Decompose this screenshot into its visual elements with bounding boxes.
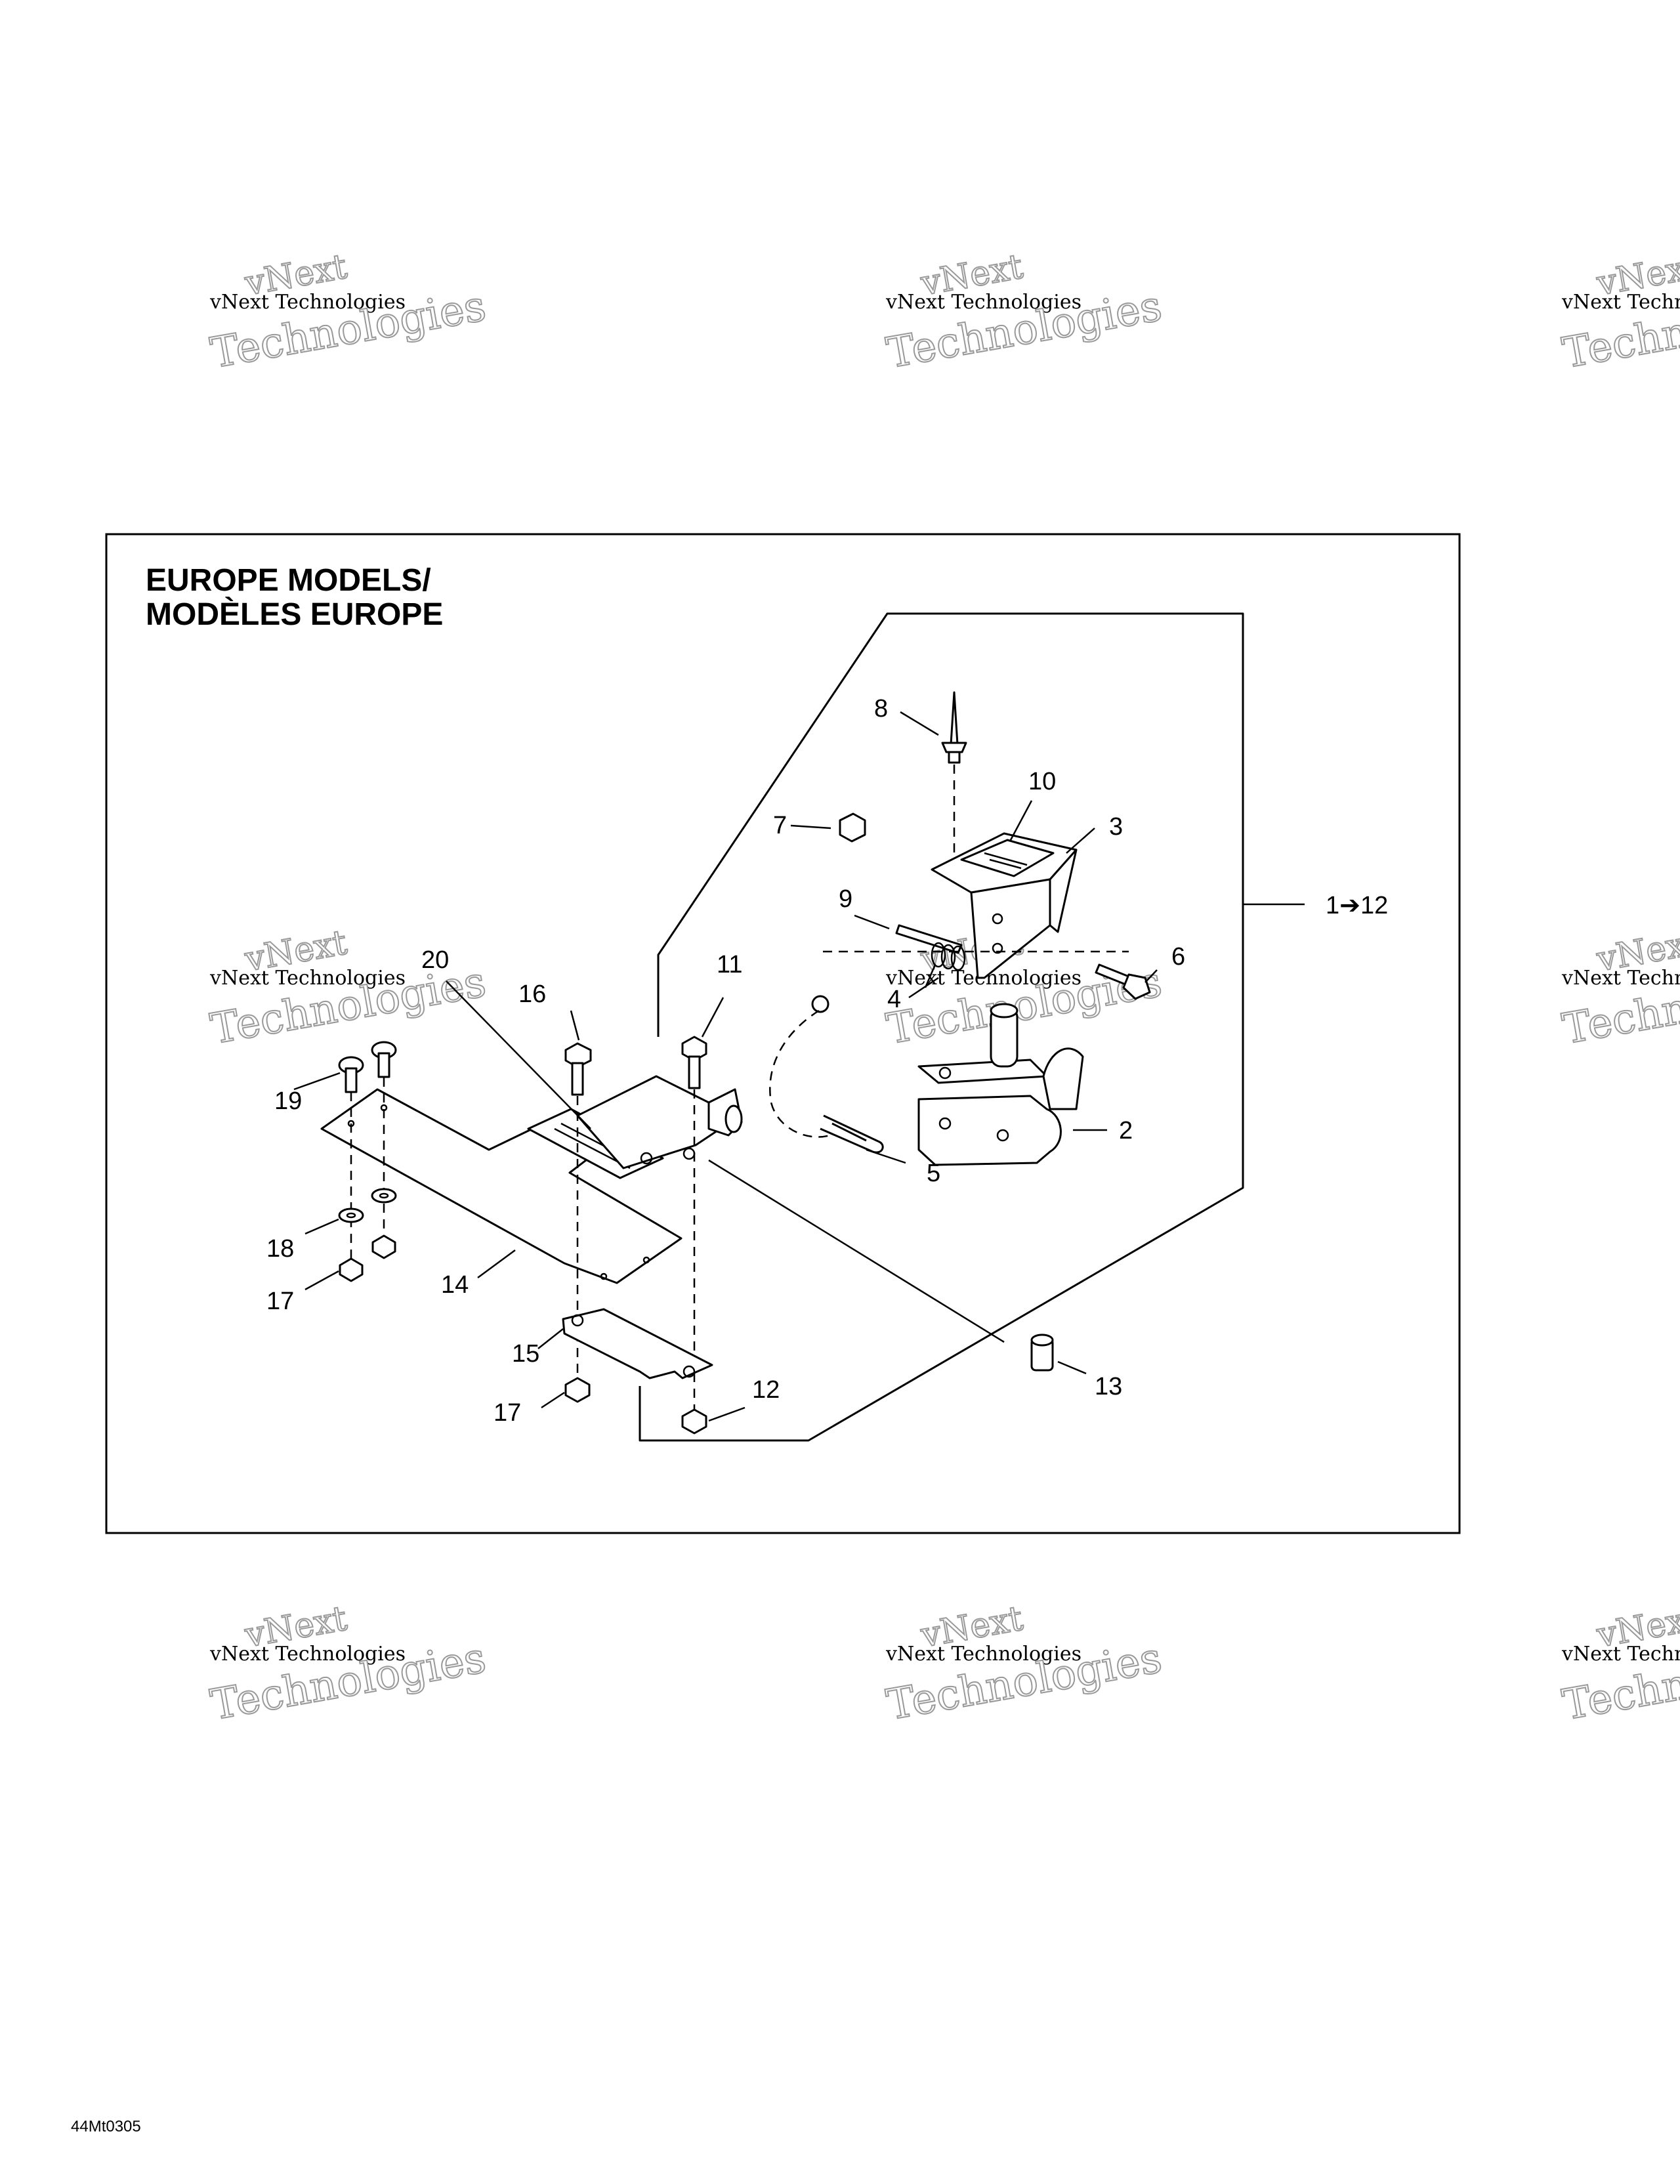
- callout-17: 17: [266, 1288, 294, 1315]
- title-line-1: EUROPE MODELS/: [146, 563, 431, 598]
- chain: [769, 995, 831, 1138]
- nut-part-12: [681, 1408, 707, 1435]
- callout-7: 7: [773, 812, 787, 839]
- title-line-2: MODÈLES EUROPE: [146, 597, 443, 632]
- watermark: vNext Technologies vNext Technologies: [207, 922, 490, 1055]
- mounting-bracket: [576, 1075, 743, 1169]
- nut-part-7: [839, 812, 866, 843]
- callout-2: 2: [1119, 1117, 1133, 1144]
- callout-19: 19: [274, 1087, 302, 1115]
- callout-6: 6: [1171, 943, 1185, 971]
- rivet-part-8: [941, 691, 967, 764]
- group-label: 1➔12: [1326, 892, 1388, 919]
- svg-text:vNext Technologies: vNext Technologies: [885, 1643, 1082, 1666]
- diagram-frame: [105, 533, 1461, 1534]
- bolt-part-6: [1095, 963, 1151, 1000]
- callout-14: 14: [441, 1271, 469, 1299]
- callout-4: 4: [887, 986, 901, 1013]
- nuts-part-17-left: [339, 1234, 396, 1282]
- bolt-part-16: [564, 1042, 592, 1096]
- spring-part-4: [924, 942, 966, 988]
- callout-15: 15: [512, 1340, 539, 1368]
- callout-3: 3: [1109, 813, 1123, 841]
- callout-16: 16: [518, 980, 546, 1008]
- callout-11: 11: [717, 951, 742, 978]
- watermark: vNext Technologies vNext Technologies: [883, 1598, 1166, 1731]
- callout-20: 20: [421, 946, 449, 974]
- reference-code: 44Mt0305: [71, 2118, 141, 2135]
- callout-13: 13: [1095, 1373, 1122, 1400]
- bushing-part-13: [1030, 1334, 1054, 1372]
- carriage-bolts-part-19: [338, 1041, 397, 1093]
- svg-text:vNext Technologies: vNext Technologies: [885, 291, 1082, 314]
- svg-text:vNext Technologies: vNext Technologies: [209, 1643, 406, 1666]
- watermark: vNext Technologies vNext Technologies: [207, 1598, 490, 1731]
- watermark: vNext Technologies vNext Technologies: [1559, 246, 1680, 379]
- watermark: vNext Technologies vNext Technologies: [1559, 922, 1680, 1055]
- nut-part-17-lower: [564, 1377, 591, 1403]
- callout-8: 8: [874, 695, 888, 723]
- clip-pin-part-5: [820, 1114, 884, 1154]
- watermark: vNext Technologies vNext Technologies: [1559, 1598, 1680, 1731]
- svg-text:vNext Technologies: vNext Technologies: [209, 291, 406, 314]
- callout-10: 10: [1028, 768, 1056, 795]
- backing-plate-part-15: [562, 1308, 713, 1379]
- svg-text:vNext Technologies: vNext Technologies: [1561, 1643, 1680, 1666]
- washers-part-18: [338, 1188, 397, 1223]
- watermark: vNext Technologies vNext Technologies: [207, 246, 490, 379]
- callout-leaders: [293, 711, 1158, 1422]
- svg-text:vNext Technologies: vNext Technologies: [1561, 967, 1680, 990]
- bolt-part-11: [681, 1036, 707, 1089]
- callout-5: 5: [927, 1160, 940, 1187]
- decal-part-10: [960, 839, 1055, 877]
- base-plate-part-14: [320, 1088, 682, 1284]
- watermark: vNext Technologies vNext Technologies: [883, 246, 1166, 379]
- svg-text:vNext Technologies: vNext Technologies: [209, 967, 406, 990]
- callout-18: 18: [266, 1235, 294, 1263]
- callout-12: 12: [752, 1376, 780, 1404]
- hitch-part-2: [917, 1003, 1084, 1166]
- svg-text:vNext Technologies: vNext Technologies: [1561, 291, 1680, 314]
- leader-to-13: [708, 1159, 1005, 1343]
- callout-17: 17: [494, 1399, 521, 1427]
- assembly-group-outline: [639, 612, 1244, 1442]
- callout-9: 9: [839, 885, 852, 913]
